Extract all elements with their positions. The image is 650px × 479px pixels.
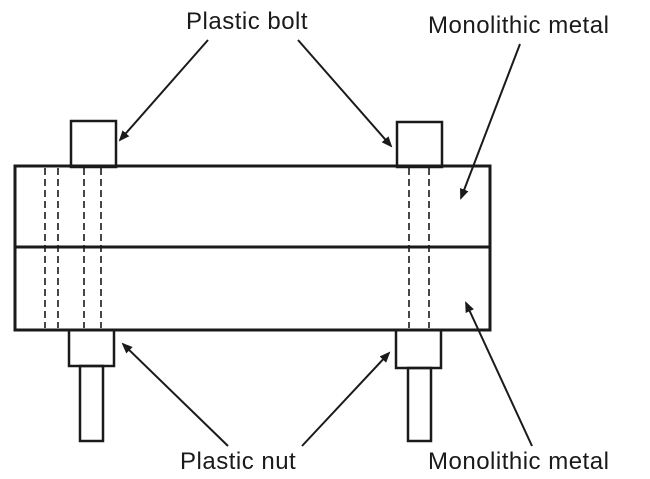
bolt-shank-left [78,364,105,443]
arrow-plastic-bolt-to-right-head [297,39,393,148]
bolt-head-left [69,119,118,169]
arrow-plastic-nut-to-right-nut [301,351,391,447]
nut-left [67,328,116,368]
arrow-monolithic-metal-to-lower-plate [465,301,533,447]
arrow-monolithic-metal-to-upper-plate [460,43,521,200]
bolt-shank-right [406,366,433,443]
label-plastic-bolt: Plastic bolt [186,8,309,35]
label-monolithic-metal-bottom: Monolithic metal [428,448,610,475]
arrow-plastic-bolt-to-left-head [118,39,209,142]
bolt-head-right [395,120,444,169]
nut-right [394,328,443,370]
arrow-plastic-nut-to-left-nut [121,342,229,447]
label-monolithic-metal-top: Monolithic metal [428,12,610,39]
label-plastic-nut: Plastic nut [180,448,297,475]
